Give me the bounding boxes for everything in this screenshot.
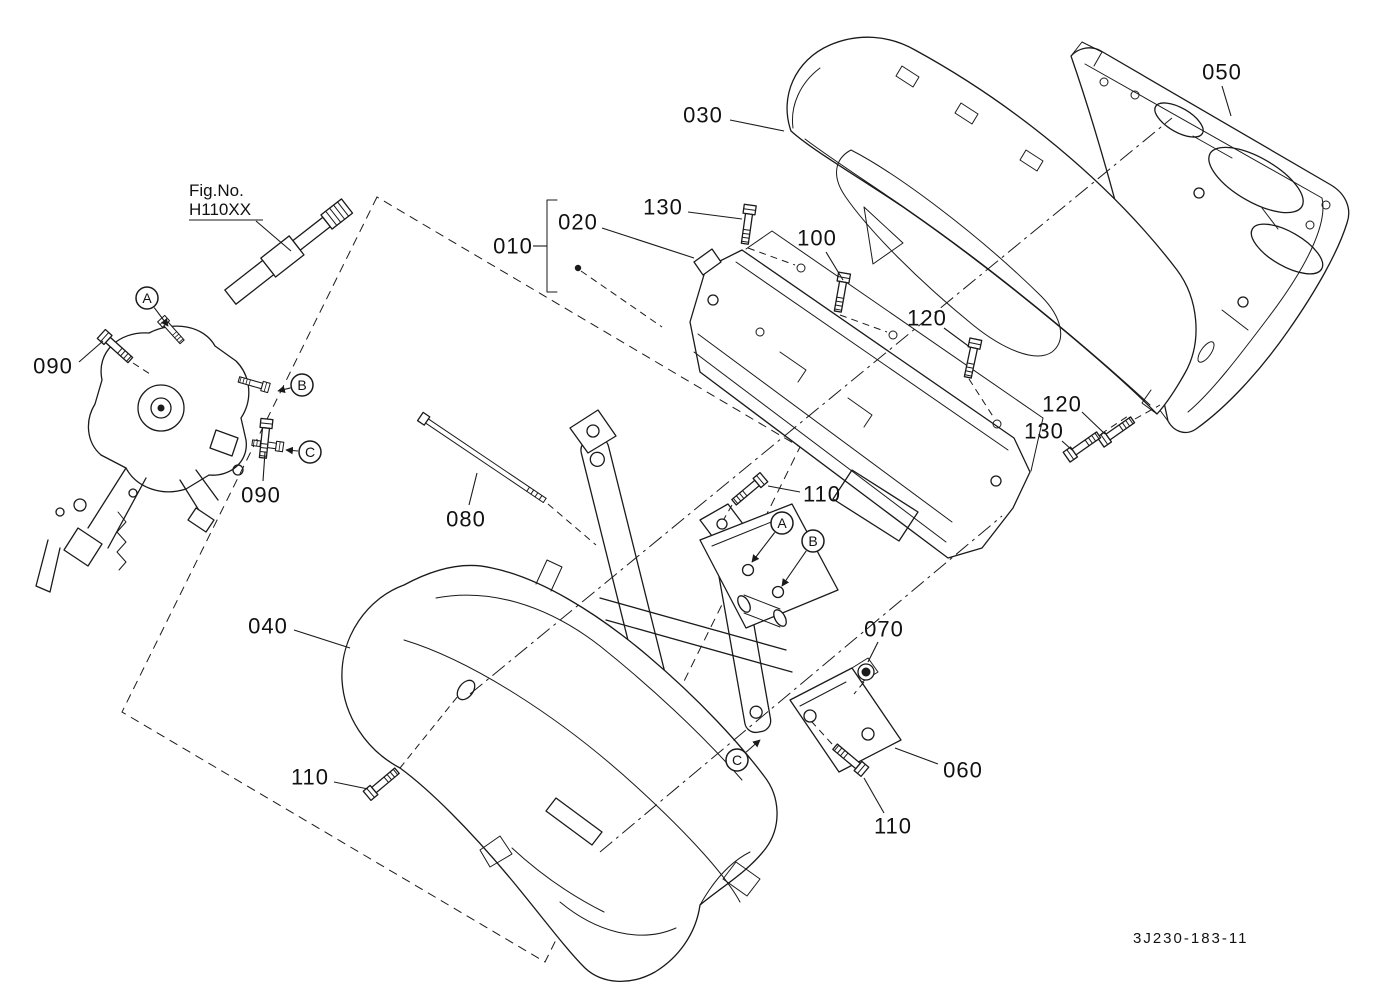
callout-arrow-b-4 [781,550,807,587]
figure-ref-line2: H110XX [189,200,251,219]
part-label-120-mid: 120 [907,306,947,331]
callout-letter-a-3: A [777,515,787,531]
part-label-090-mid: 090 [241,483,281,508]
drawing-number: 3J230-183-11 [1133,930,1248,947]
bolt-130-right [1062,429,1103,463]
callout-arrow-b-1 [277,385,291,394]
part-leader-130-top [687,211,743,220]
figure-ref-leader [255,220,292,252]
callouts-layer: A B C A B C [135,286,825,772]
panel-050-art [1070,41,1350,434]
part-leader-020 [601,227,695,259]
callout-letter-c-5: C [732,752,742,768]
part-leader-090-mid [262,451,266,482]
bolt-130-top [738,203,757,246]
part-leader-110-bottom [863,777,885,814]
part-leader-080 [468,472,478,506]
part-label-050: 050 [1202,60,1242,85]
callout-circle-b-1 [290,373,314,397]
part-leader-050 [1221,85,1232,117]
mount-bracket-060-art [789,657,902,773]
part-label-010: 010 [493,234,533,259]
part-leader-120-mid [943,327,972,349]
steering-column-assembly [35,198,354,593]
callout-letter-b-1: B [297,377,306,393]
part-leader-110-left [333,781,369,790]
bolt-120-right [1096,414,1137,448]
part-label-100: 100 [797,226,837,251]
callout-letter-a-0: A [142,290,152,306]
part-label-110-left: 110 [291,765,329,790]
part-label-110-bottom: 110 [874,814,912,839]
bolt-080-long [416,411,547,503]
part-leader-070 [867,641,879,663]
part-label-110-mid: 110 [803,482,841,507]
figure-reference: Fig.No. H110XX [189,181,292,252]
part-leader-120-right [1081,411,1106,435]
detail-boundary-dashed [121,196,801,963]
part-leader-040 [293,629,351,649]
part-label-070: 070 [864,617,904,642]
part-leader-090-left [78,340,104,363]
part-label-130-top: 130 [643,195,683,220]
callout-arrow-a-3 [751,532,776,563]
part-leader-100 [825,251,844,281]
bolt-100 [831,271,852,314]
lower-cover-040-art [341,559,778,983]
part-label-090-left: 090 [33,354,73,379]
callout-letter-c-2: C [305,444,315,460]
callout-circle-a-0 [135,286,159,310]
part-label-020: 020 [558,210,598,235]
callout-circle-c-5 [725,748,749,772]
part-leader-030 [729,119,785,132]
nut-070 [857,663,875,681]
meter-cover-030-art [786,36,1197,415]
callout-letter-b-4: B [808,533,817,549]
meter-unit-art [689,230,1044,559]
assembly-010-bracket [533,199,663,328]
callout-circle-b-4 [801,529,825,553]
part-leader-110-mid [767,485,801,493]
part-label-060: 060 [943,758,983,783]
part-label-080: 080 [446,507,486,532]
callout-arrow-a-0 [153,307,169,327]
bolt-110-mid [729,471,769,508]
callout-circle-a-3 [770,511,794,535]
part-label-040: 040 [248,614,288,639]
alignment-axis-lines [132,117,1173,853]
callout-arrow-c-5 [745,739,761,753]
part-leader-060 [894,747,939,765]
fasteners [96,203,1137,802]
callout-arrow-c-2 [285,446,299,455]
bolt-110-left [362,765,402,802]
part-leader-130-right [1061,440,1073,451]
support-bracket-art [569,409,839,734]
part-label-030: 030 [683,103,723,128]
figure-ref-line1: Fig.No. [189,181,244,200]
part-label-120-right: 120 [1042,392,1082,417]
callout-circle-c-2 [298,440,322,464]
part-label-130-right: 130 [1024,419,1064,444]
